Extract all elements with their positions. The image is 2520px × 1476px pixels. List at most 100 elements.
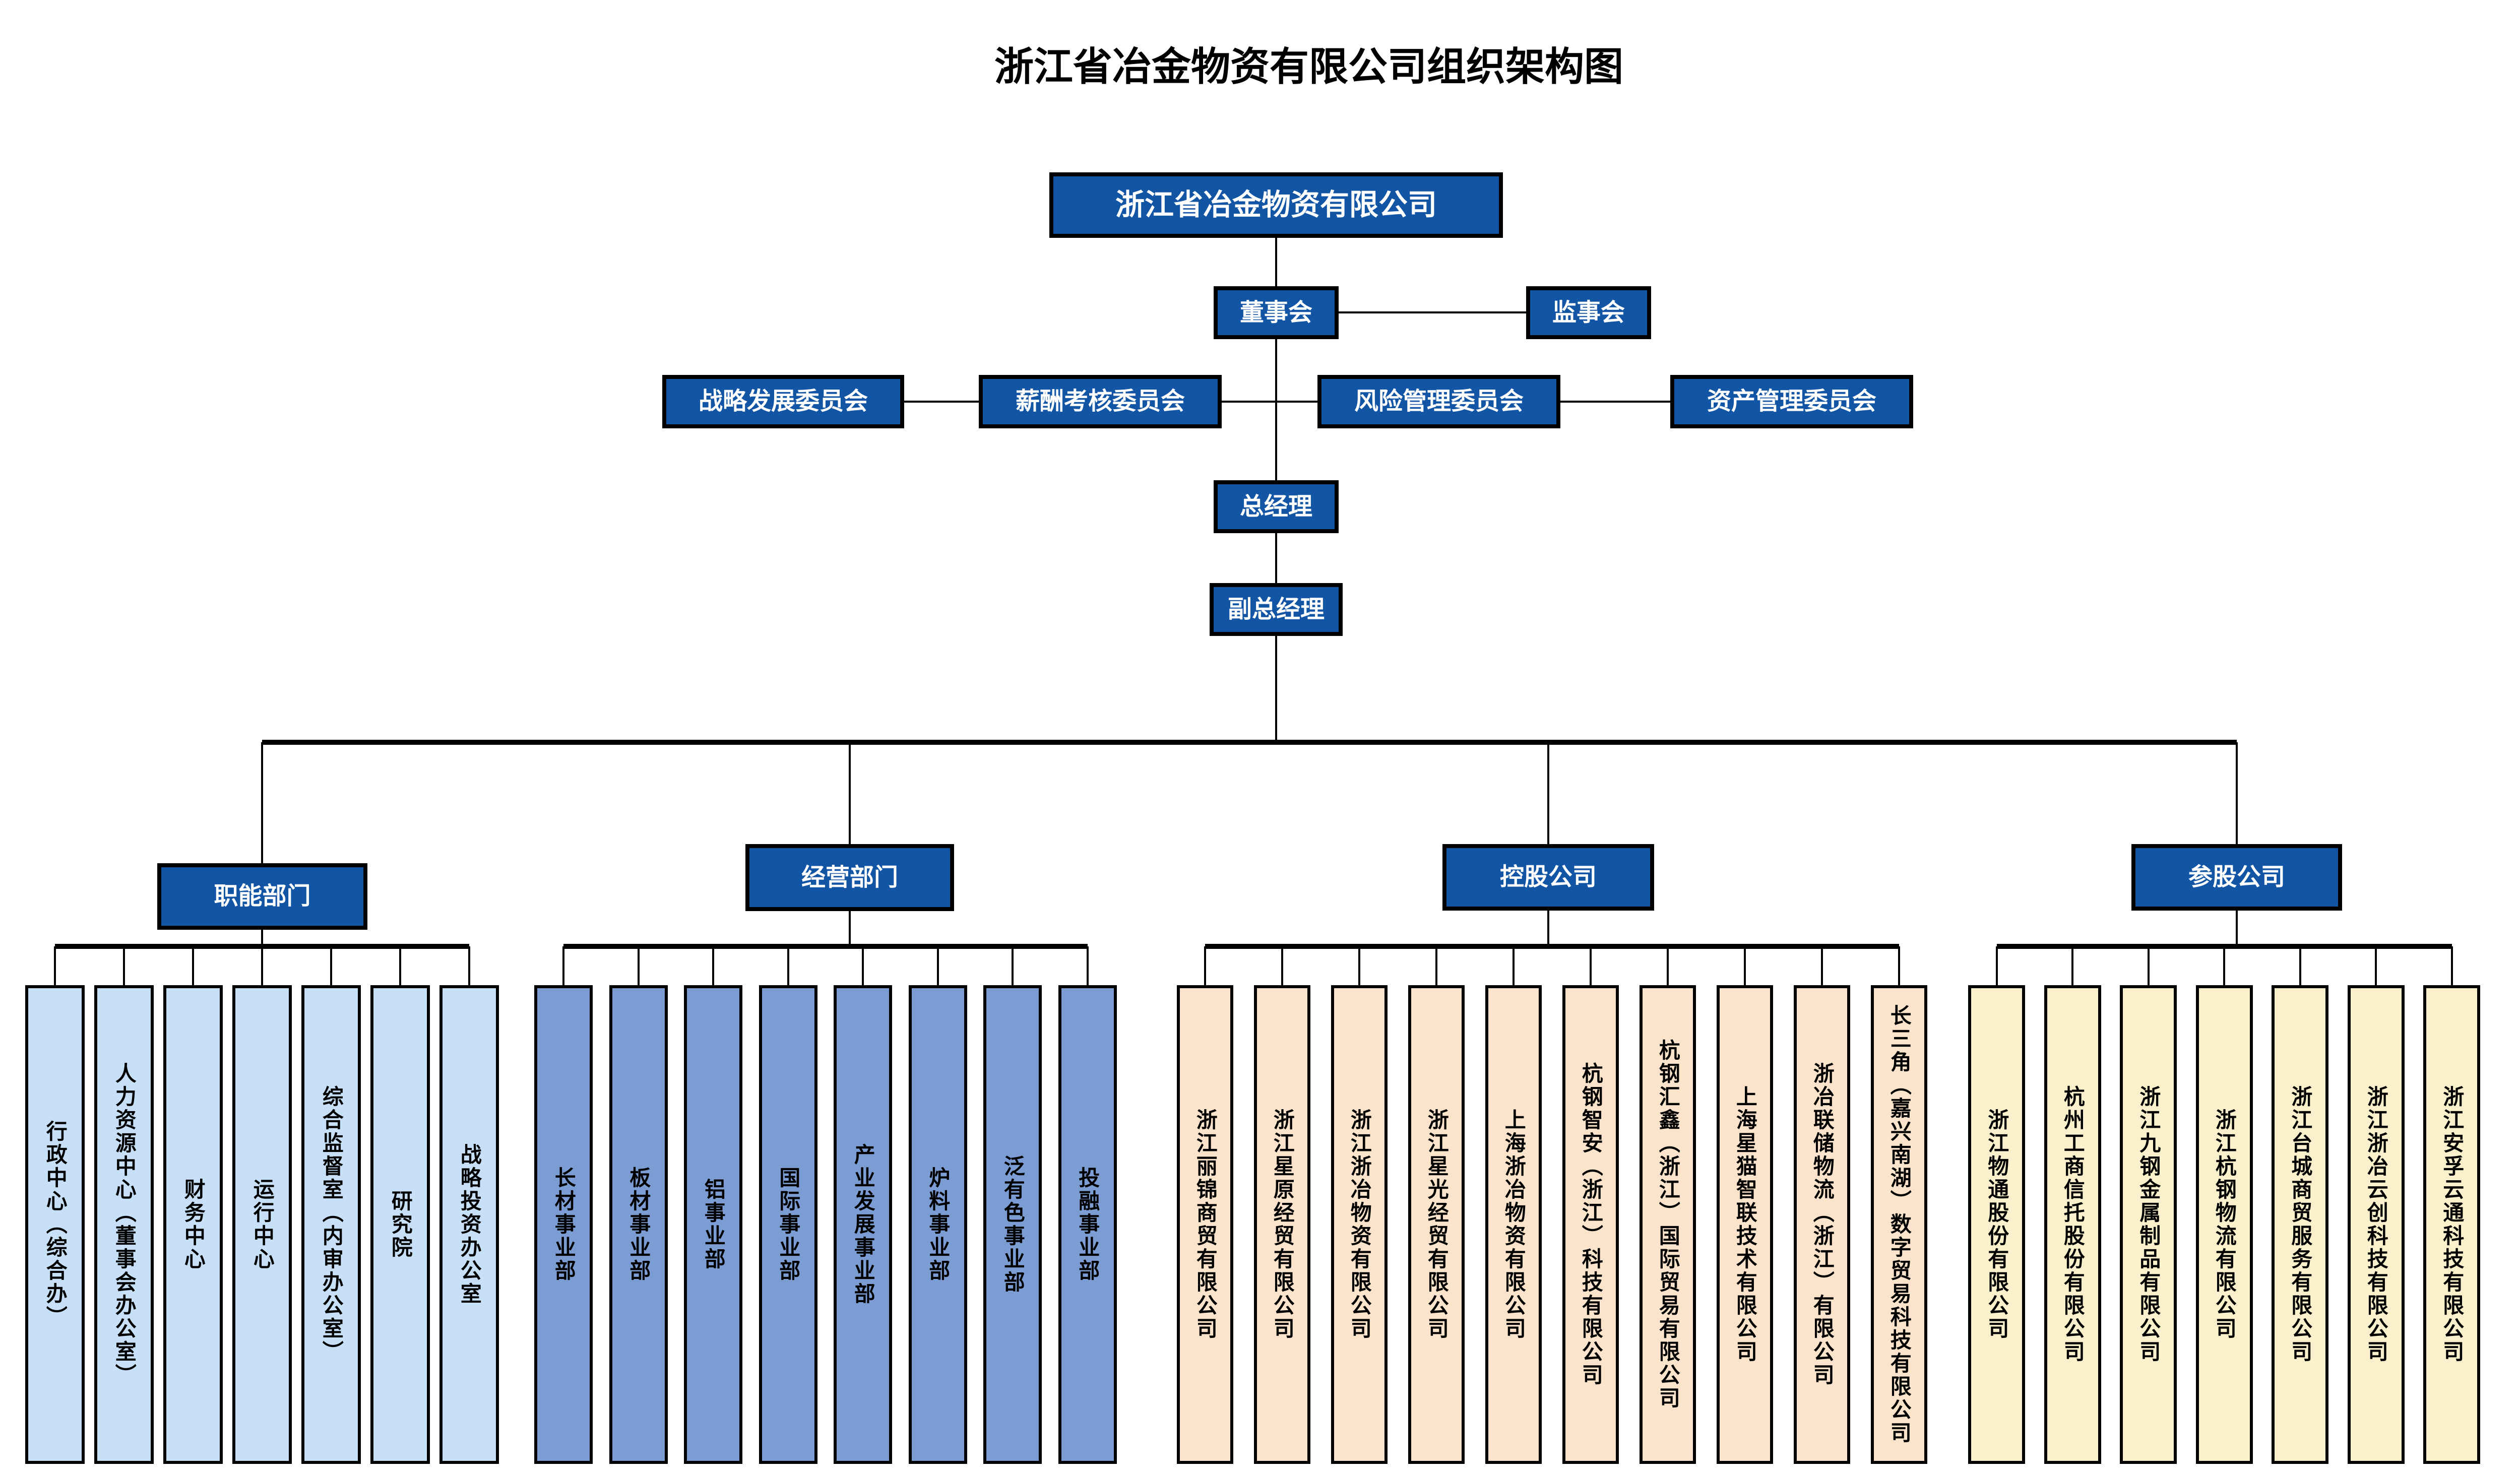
org-child-box: 运行中心 <box>232 985 292 1464</box>
org-child-box: 产业发展事业部 <box>834 985 892 1464</box>
org-child-label: 浙江星原经贸有限公司 <box>1271 1109 1295 1340</box>
org-child-box: 杭钢智安（浙江）科技有限公司 <box>1562 985 1619 1464</box>
connector-line <box>1358 946 1360 985</box>
org-child-box: 浙江安孚云通科技有限公司 <box>2423 985 2480 1464</box>
general-manager-box: 总经理 <box>1214 480 1339 533</box>
org-child-box: 杭州工商信托股份有限公司 <box>2044 985 2101 1464</box>
org-child-label: 产业发展事业部 <box>851 1143 875 1306</box>
org-child-label: 研究院 <box>389 1190 413 1259</box>
org-child-box: 浙江杭钢物流有限公司 <box>2195 985 2253 1464</box>
supervisory-board-box: 监事会 <box>1526 286 1651 339</box>
org-child-label: 浙江杭钢物流有限公司 <box>2213 1109 2237 1340</box>
connector-line <box>2236 742 2238 844</box>
connector-line <box>123 946 125 985</box>
org-child-box: 研究院 <box>370 985 430 1464</box>
connector-line <box>2299 946 2301 985</box>
connector-line <box>1205 944 1899 949</box>
org-child-label: 上海星猫智联技术有限公司 <box>1733 1085 1757 1364</box>
connector-line <box>1560 401 1670 403</box>
org-child-box: 铝事业部 <box>684 985 742 1464</box>
connector-line <box>1275 238 1277 286</box>
org-child-label: 人力资源中心（董事会办公室） <box>112 1062 137 1387</box>
connector-line <box>787 946 789 985</box>
connector-line <box>1339 311 1526 313</box>
connector-line <box>849 742 851 844</box>
committee-box-assets: 资产管理委员会 <box>1670 375 1913 428</box>
org-child-label: 杭州工商信托股份有限公司 <box>2061 1085 2085 1364</box>
org-child-box: 长材事业部 <box>534 985 593 1464</box>
category-box-holding-companies: 控股公司 <box>1442 844 1654 911</box>
connector-line <box>399 946 401 985</box>
category-box-business-departments: 经营部门 <box>745 844 954 911</box>
connector-line <box>468 946 470 985</box>
org-child-box: 浙冶联储物流（浙江）有限公司 <box>1794 985 1850 1464</box>
org-child-label: 杭钢汇鑫（浙江）国际贸易有限公司 <box>1656 1039 1680 1410</box>
org-child-label: 浙江浙冶物资有限公司 <box>1348 1109 1372 1340</box>
org-child-label: 战略投资办公室 <box>458 1143 482 1306</box>
org-child-box: 投融事业部 <box>1058 985 1117 1464</box>
connector-line <box>862 946 864 985</box>
connector-line <box>1547 911 1549 944</box>
org-child-box: 上海星猫智联技术有限公司 <box>1717 985 1773 1464</box>
connector-line <box>262 740 2237 745</box>
connector-line <box>261 930 263 944</box>
connector-line <box>2147 946 2150 985</box>
connector-line <box>2236 911 2238 944</box>
connector-line <box>936 946 939 985</box>
connector-line <box>54 946 56 985</box>
org-child-box: 国际事业部 <box>759 985 817 1464</box>
org-child-box: 浙江台城商贸服务有限公司 <box>2272 985 2328 1464</box>
org-child-box: 上海浙冶物资有限公司 <box>1485 985 1542 1464</box>
connector-line <box>261 946 263 985</box>
connector-line <box>1012 946 1014 985</box>
org-child-label: 综合监督室（内审办公室） <box>320 1085 344 1364</box>
connector-line <box>1547 742 1549 844</box>
org-child-label: 运行中心 <box>250 1178 275 1271</box>
connector-line <box>637 946 640 985</box>
connector-line <box>192 946 194 985</box>
org-child-label: 炉料事业部 <box>926 1167 950 1282</box>
org-child-label: 浙江安孚云通科技有限公司 <box>2440 1085 2464 1364</box>
org-child-box: 浙江浙冶云创科技有限公司 <box>2347 985 2405 1464</box>
board-of-directors-box: 董事会 <box>1214 286 1339 339</box>
connector-line <box>1281 946 1283 985</box>
org-child-label: 杭钢智安（浙江）科技有限公司 <box>1579 1062 1603 1387</box>
connector-line <box>562 946 564 985</box>
connector-line <box>2223 946 2225 985</box>
org-child-box: 人力资源中心（董事会办公室） <box>94 985 154 1464</box>
org-child-box: 综合监督室（内审办公室） <box>301 985 361 1464</box>
connector-line <box>1513 946 1515 985</box>
connector-line <box>1275 533 1277 583</box>
org-child-label: 浙江九钢金属制品有限公司 <box>2136 1085 2161 1364</box>
connector-line <box>2071 946 2073 985</box>
committee-box-strategy: 战略发展委员会 <box>662 375 904 428</box>
org-child-box: 浙江星光经贸有限公司 <box>1408 985 1465 1464</box>
org-child-box: 浙江丽锦商贸有限公司 <box>1177 985 1233 1464</box>
connector-line <box>1086 946 1089 985</box>
connector-line <box>330 946 332 985</box>
connector-line <box>2450 946 2453 985</box>
org-child-box: 炉料事业部 <box>908 985 967 1464</box>
org-child-label: 浙江台城商贸服务有限公司 <box>2288 1085 2312 1364</box>
org-child-label: 泛有色事业部 <box>1001 1155 1025 1294</box>
deputy-general-manager-box: 副总经理 <box>1210 583 1343 636</box>
connector-line <box>1995 946 1998 985</box>
page-title: 浙江省冶金物资有限公司组织架构图 <box>994 45 1623 89</box>
connector-line <box>1744 946 1746 985</box>
org-child-box: 浙江九钢金属制品有限公司 <box>2120 985 2177 1464</box>
connector-line <box>1222 401 1317 403</box>
org-child-label: 国际事业部 <box>776 1167 800 1282</box>
org-child-box: 行政中心（综合办） <box>25 985 85 1464</box>
org-child-box: 浙江浙冶物资有限公司 <box>1331 985 1388 1464</box>
org-child-label: 浙江星光经贸有限公司 <box>1425 1109 1449 1340</box>
category-box-functional-departments: 职能部门 <box>157 863 367 930</box>
org-child-label: 投融事业部 <box>1076 1167 1100 1282</box>
org-child-box: 板材事业部 <box>609 985 668 1464</box>
org-child-label: 财务中心 <box>181 1178 206 1271</box>
org-child-label: 行政中心（综合办） <box>43 1120 68 1329</box>
org-child-box: 财务中心 <box>163 985 223 1464</box>
org-child-label: 铝事业部 <box>702 1178 726 1271</box>
org-child-box: 杭钢汇鑫（浙江）国际贸易有限公司 <box>1640 985 1696 1464</box>
connector-line <box>2375 946 2377 985</box>
connector-line <box>904 401 979 403</box>
